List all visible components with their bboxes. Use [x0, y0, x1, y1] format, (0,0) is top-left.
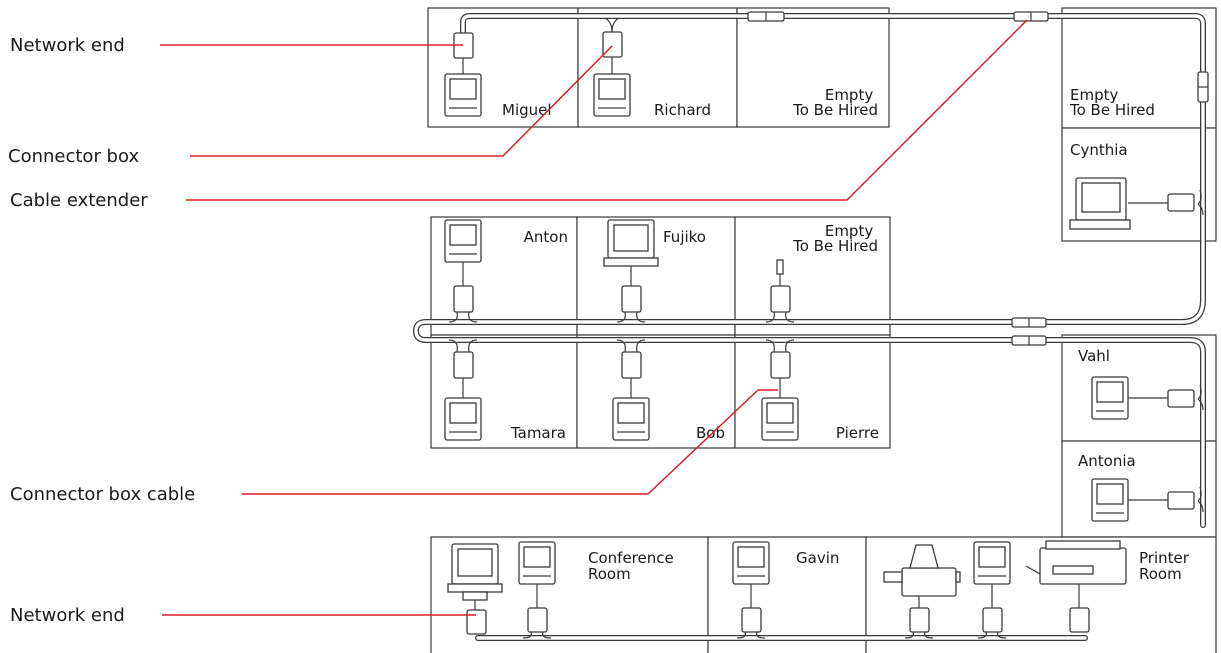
label-antonia: Antonia: [1078, 452, 1136, 470]
label-empty-right: Empty To Be Hired: [1069, 86, 1155, 119]
connector-box-cynthia: [1167, 193, 1195, 212]
computer-tamara: [444, 397, 482, 441]
room-fujiko: [576, 216, 736, 336]
connector-box-anton: [453, 285, 474, 313]
connector-box-vahl: [1167, 389, 1195, 408]
room-empty-right: [1061, 7, 1217, 129]
printer-dot-matrix: [883, 544, 961, 597]
label-pierre: Pierre: [836, 424, 879, 442]
connector-box-printer-1: [909, 607, 930, 633]
computer-fujiko: [603, 219, 659, 267]
computer-gavin: [732, 541, 770, 585]
network-cables: [413, 13, 1206, 641]
connector-boxes: [448, 17, 1204, 639]
computer-cynthia: [1069, 177, 1131, 230]
label-anton: Anton: [524, 228, 568, 246]
computer-vahl: [1091, 376, 1129, 420]
callouts: Network end Connector box Cable extender…: [8, 19, 1028, 626]
connector-box-tamara: [453, 351, 474, 379]
connector-box-empty-mid: [770, 285, 791, 313]
label-empty-top: Empty To Be Hired: [792, 86, 878, 119]
connector-box-printer-3: [1069, 607, 1090, 633]
leader-cable-extender: [186, 19, 1028, 201]
label-printer: Printer Room: [1139, 549, 1194, 583]
room-antonia: [1061, 440, 1217, 538]
label-bob: Bob: [696, 424, 725, 442]
room-pierre: [734, 334, 891, 449]
connector-box-fujiko: [621, 285, 642, 313]
connector-box-gavin: [741, 607, 762, 633]
printer-laser: [1025, 540, 1127, 585]
callout-network-end-top: Network end: [10, 35, 125, 56]
connector-box-conference-end: [466, 609, 487, 635]
devices: [444, 73, 1131, 601]
label-cynthia: Cynthia: [1070, 141, 1128, 159]
label-tamara: Tamara: [510, 424, 566, 442]
callout-connector-box-cable: Connector box cable: [10, 484, 195, 505]
label-fujiko: Fujiko: [663, 228, 706, 246]
cable-extenders: [747, 11, 1209, 346]
room-printer: [865, 536, 1217, 653]
callout-cable-extender: Cable extender: [10, 190, 148, 211]
computer-richard: [593, 73, 631, 117]
computer-conference-2: [518, 541, 556, 585]
room-bob: [576, 334, 736, 449]
unused-connector-plug: [776, 259, 784, 275]
computer-printer-room: [973, 541, 1011, 585]
connector-box-pierre: [770, 351, 791, 379]
connector-box-bob: [621, 351, 642, 379]
label-vahl: Vahl: [1078, 347, 1110, 365]
computer-miguel: [444, 73, 482, 117]
callout-connector-box: Connector box: [8, 146, 139, 167]
room-vahl: [1061, 334, 1217, 442]
label-miguel: Miguel: [502, 101, 552, 119]
computer-bob: [612, 397, 650, 441]
room-labels: Miguel Richard Empty To Be Hired Empty T…: [502, 86, 1194, 583]
computer-pierre: [761, 397, 799, 441]
computer-conference-1: [447, 543, 503, 601]
label-conference: Conference Room: [588, 549, 679, 583]
label-richard: Richard: [654, 101, 711, 119]
connector-box-printer-2: [982, 607, 1003, 633]
callout-network-end-bottom: Network end: [10, 605, 125, 626]
label-gavin: Gavin: [796, 549, 839, 567]
label-empty-mid: Empty To Be Hired: [792, 222, 878, 255]
connector-box-antonia: [1167, 491, 1195, 510]
room-empty-top: [736, 7, 890, 128]
room-empty-mid: [734, 216, 891, 336]
computer-anton: [444, 219, 482, 263]
connector-box-conference: [527, 607, 548, 633]
leader-connector-box: [190, 45, 613, 157]
leader-connector-box-cable: [242, 389, 778, 495]
computer-antonia: [1091, 478, 1129, 522]
